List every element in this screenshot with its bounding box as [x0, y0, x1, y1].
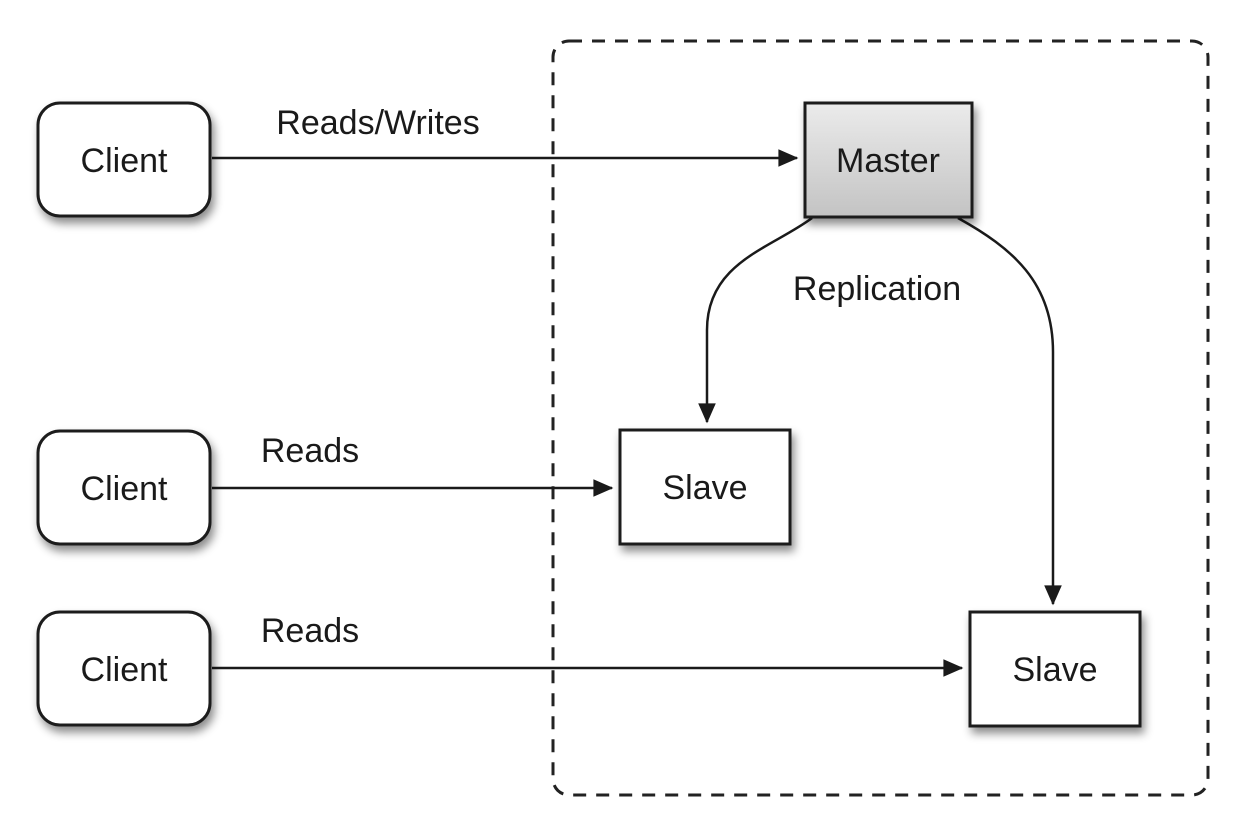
- slave-2-label: Slave: [1012, 651, 1097, 689]
- edge-label-reads-1: Reads: [261, 432, 359, 470]
- edge-label-replication: Replication: [793, 270, 961, 308]
- client-3-label: Client: [81, 651, 168, 689]
- node-client-1: Client: [36, 101, 212, 218]
- slave-1-box: [618, 428, 792, 546]
- edge-label-reads-2: Reads: [261, 612, 359, 650]
- edge-replication-master-to-slave1: [698, 216, 813, 424]
- node-client-2: Client: [36, 429, 212, 546]
- client-2-label: Client: [81, 470, 168, 508]
- edge-replication-master-to-slave2: [957, 216, 1062, 606]
- node-client-3: Client: [36, 610, 212, 727]
- slave-1-label: Slave: [662, 469, 747, 507]
- client-1-label: Client: [81, 142, 168, 180]
- node-master: Master: [803, 101, 974, 219]
- node-slave-1: Slave: [618, 428, 792, 546]
- client-3-box: [36, 610, 212, 727]
- client-1-box: [36, 101, 212, 218]
- client-2-box: [36, 429, 212, 546]
- node-slave-2: Slave: [968, 610, 1142, 728]
- edge-label-reads-writes: Reads/Writes: [276, 104, 479, 142]
- master-label: Master: [836, 142, 940, 180]
- master-box: [803, 101, 974, 219]
- server-group-dashed-boundary: [551, 39, 1210, 797]
- slave-2-box: [968, 610, 1142, 728]
